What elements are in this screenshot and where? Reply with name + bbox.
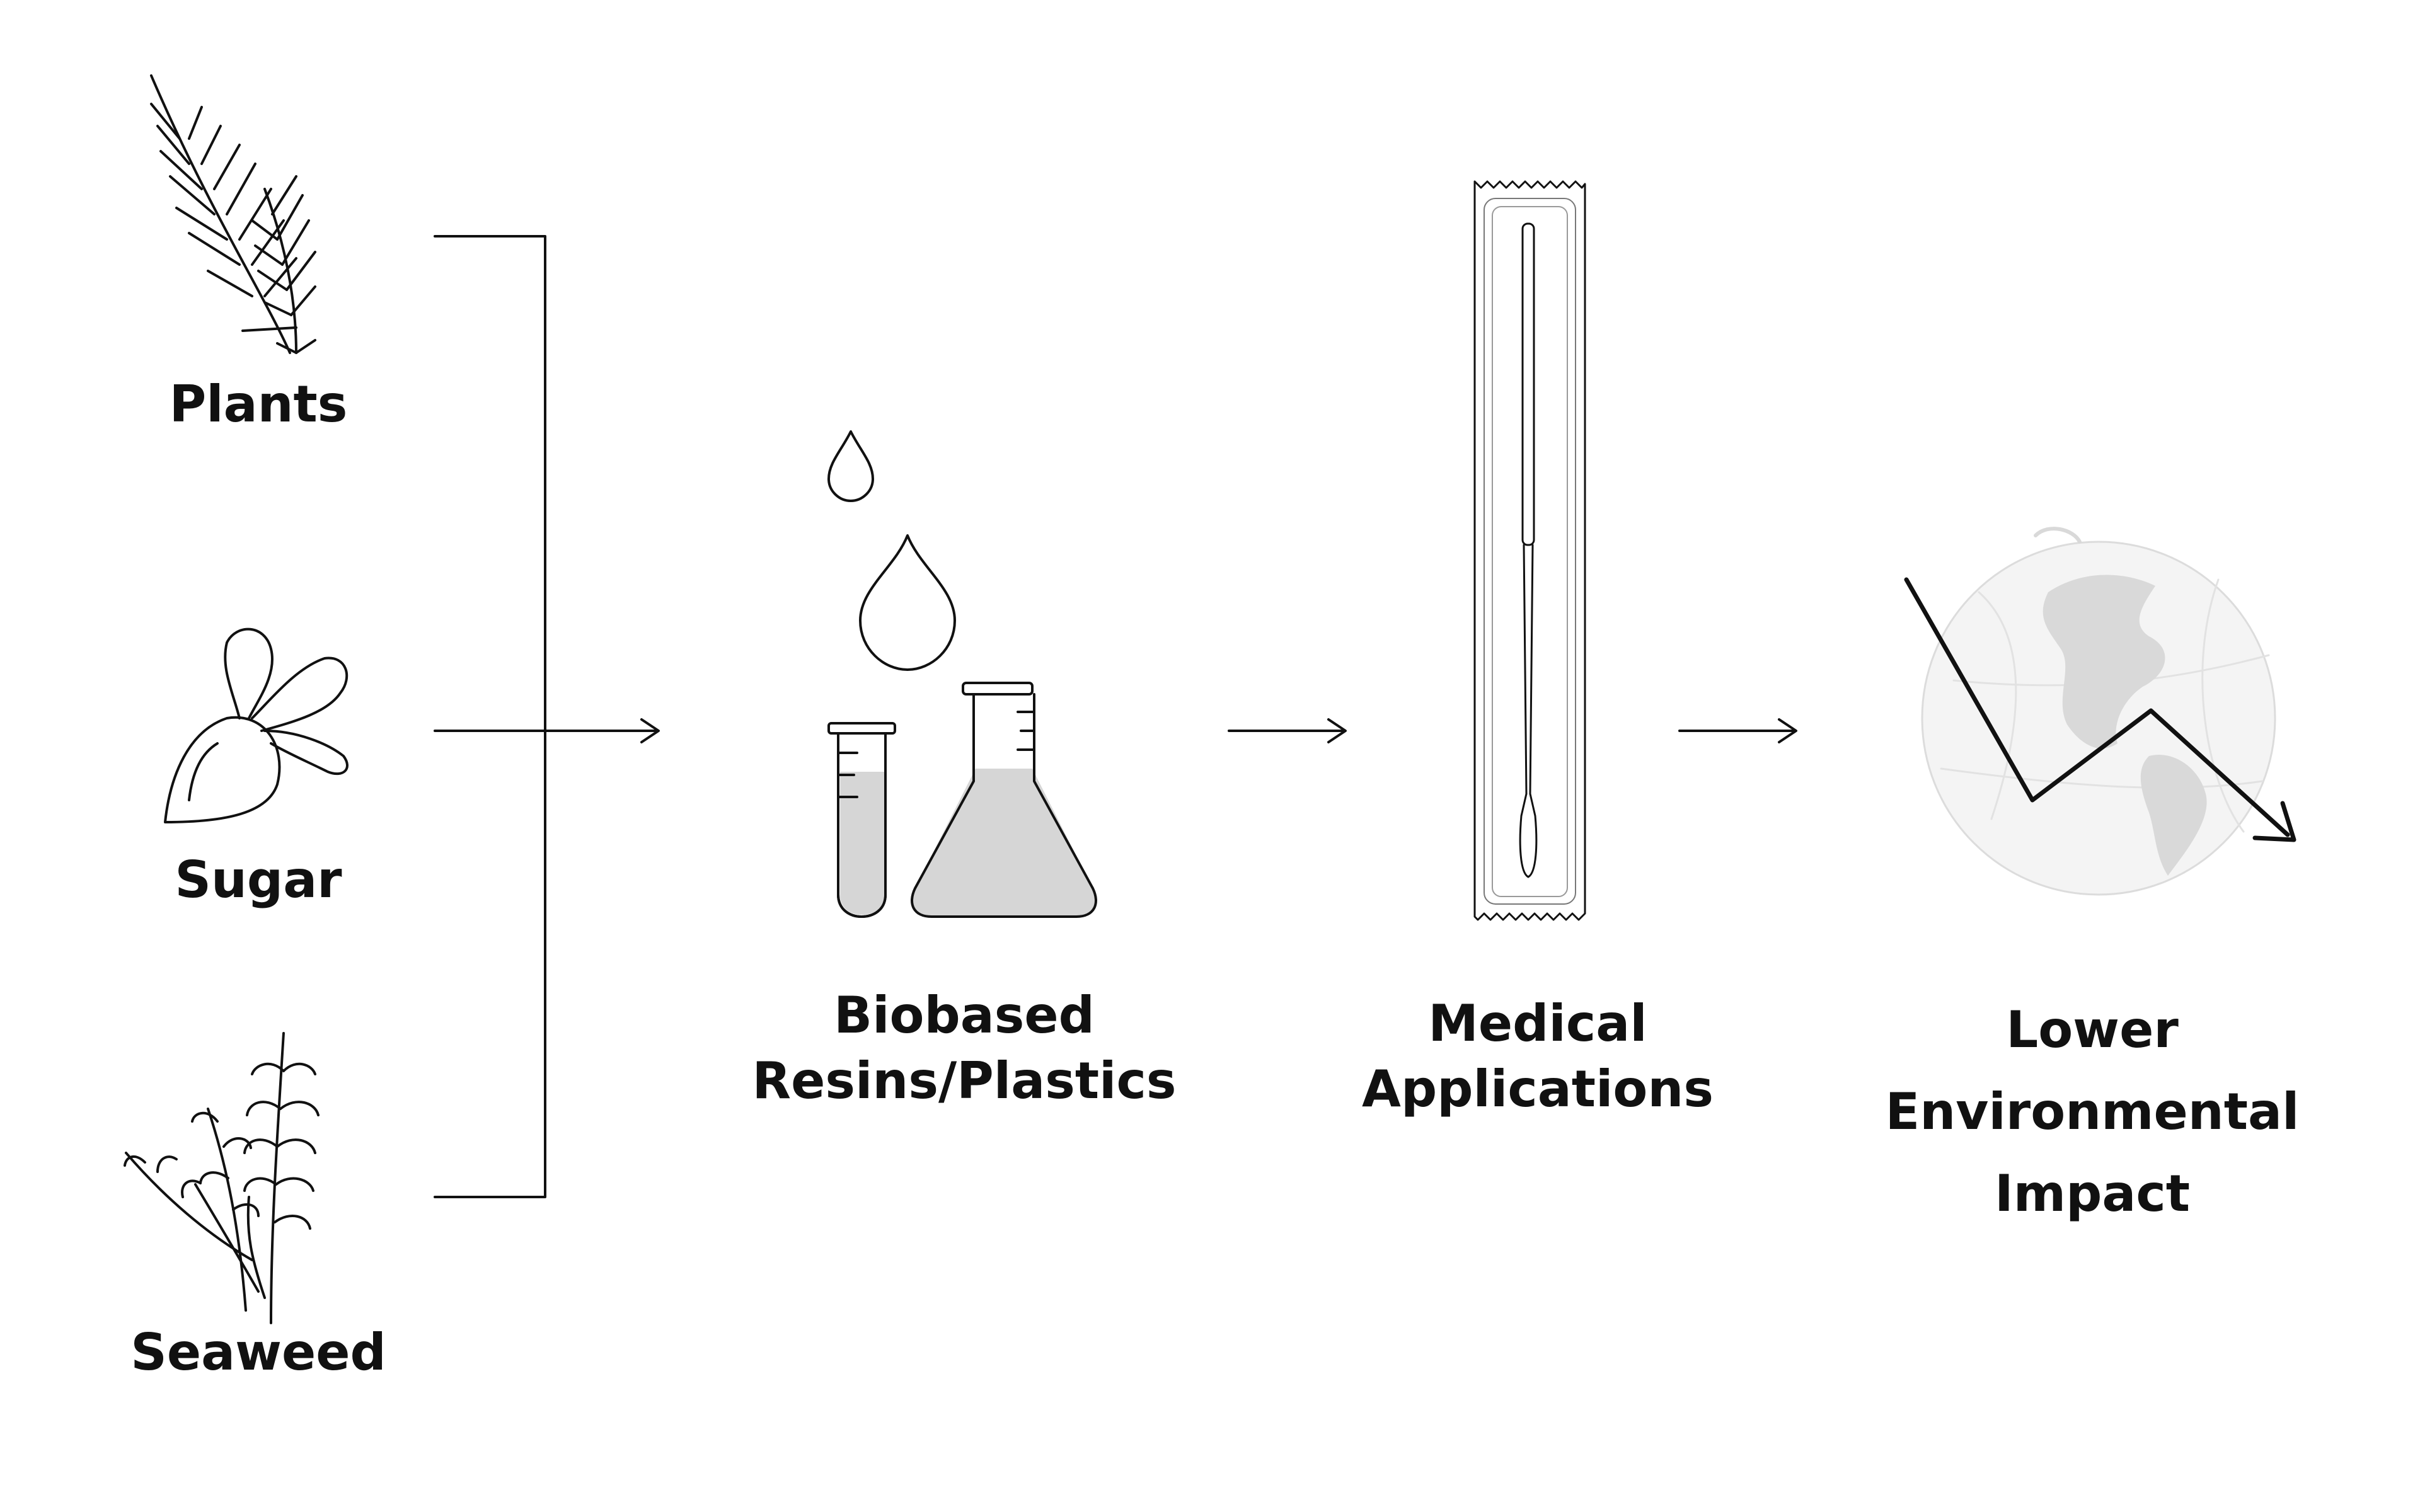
- source-label-plants: Plants: [169, 375, 348, 433]
- lab-flask-drops-icon: [827, 430, 1097, 918]
- pine-branch-icon: [150, 74, 316, 354]
- arrow-1: [1228, 718, 1347, 743]
- globe-down-trend-icon: [1904, 527, 2296, 896]
- swab-package-icon: [1473, 180, 1586, 921]
- seaweed-icon: [124, 1032, 320, 1324]
- arrow-2: [1678, 718, 1797, 743]
- merge-bracket: [434, 235, 660, 1198]
- source-label-seaweed: Seaweed: [130, 1323, 386, 1382]
- source-label-sugar: Sugar: [175, 850, 342, 909]
- sugar-beet-icon: [164, 627, 349, 823]
